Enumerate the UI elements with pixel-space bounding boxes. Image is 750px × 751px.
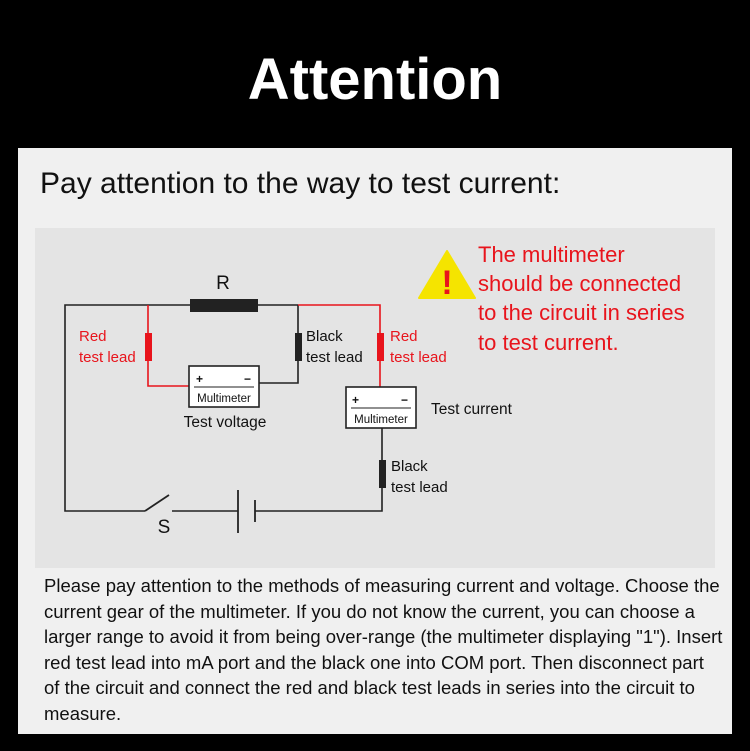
multimeter-current: + − Multimeter [345, 386, 417, 429]
red-lead-left-marker [145, 333, 152, 361]
multimeter-voltage-minus: − [244, 372, 251, 386]
red-lead-right-marker [377, 333, 384, 361]
warning-line-3: to the circuit in series [478, 300, 685, 325]
black-lead-bottom-marker [379, 460, 386, 488]
warning-line-4: to test current. [478, 330, 619, 355]
battery [237, 490, 256, 533]
resistor-label: R [216, 273, 230, 294]
red-lead-right-label-1: Red [390, 328, 418, 345]
black-lead-bottom-label-1: Black [391, 458, 428, 475]
page-title: Attention [247, 47, 503, 112]
content-card: Pay attention to the way to test current… [18, 148, 732, 734]
red-lead-left-label-2: test lead [79, 349, 136, 366]
warning-text: The multimeter should be connected to th… [478, 242, 685, 355]
resistor [190, 299, 258, 312]
card-heading: Pay attention to the way to test current… [40, 167, 561, 200]
instructions-text: Please pay attention to the methods of m… [44, 575, 723, 724]
multimeter-voltage-plus: + [196, 372, 203, 386]
warning-icon: ! [418, 250, 476, 302]
red-lead-left-label-1: Red [79, 328, 107, 345]
red-lead-right-label-2: test lead [390, 349, 447, 366]
warning-icon-mark: ! [441, 264, 452, 302]
black-lead-left-marker [295, 333, 302, 361]
multimeter-current-name: Multimeter [354, 414, 408, 426]
black-lead-left-label-2: test lead [306, 349, 363, 366]
red-wires [147, 304, 381, 387]
multimeter-current-minus: − [401, 393, 408, 407]
main-circuit-wires [64, 304, 383, 512]
test-current-caption: Test current [431, 401, 513, 418]
multimeter-current-plus: + [352, 393, 359, 407]
black-lead-bottom-label-2: test lead [391, 479, 448, 496]
switch [144, 494, 170, 512]
warning-line-1: The multimeter [478, 242, 625, 267]
warning-line-2: should be connected [478, 271, 681, 296]
multimeter-voltage: + − Multimeter [188, 365, 260, 408]
test-voltage-caption: Test voltage [184, 414, 267, 431]
switch-label: S [158, 517, 171, 538]
multimeter-voltage-name: Multimeter [197, 393, 251, 405]
black-lead-left-label-1: Black [306, 328, 343, 345]
